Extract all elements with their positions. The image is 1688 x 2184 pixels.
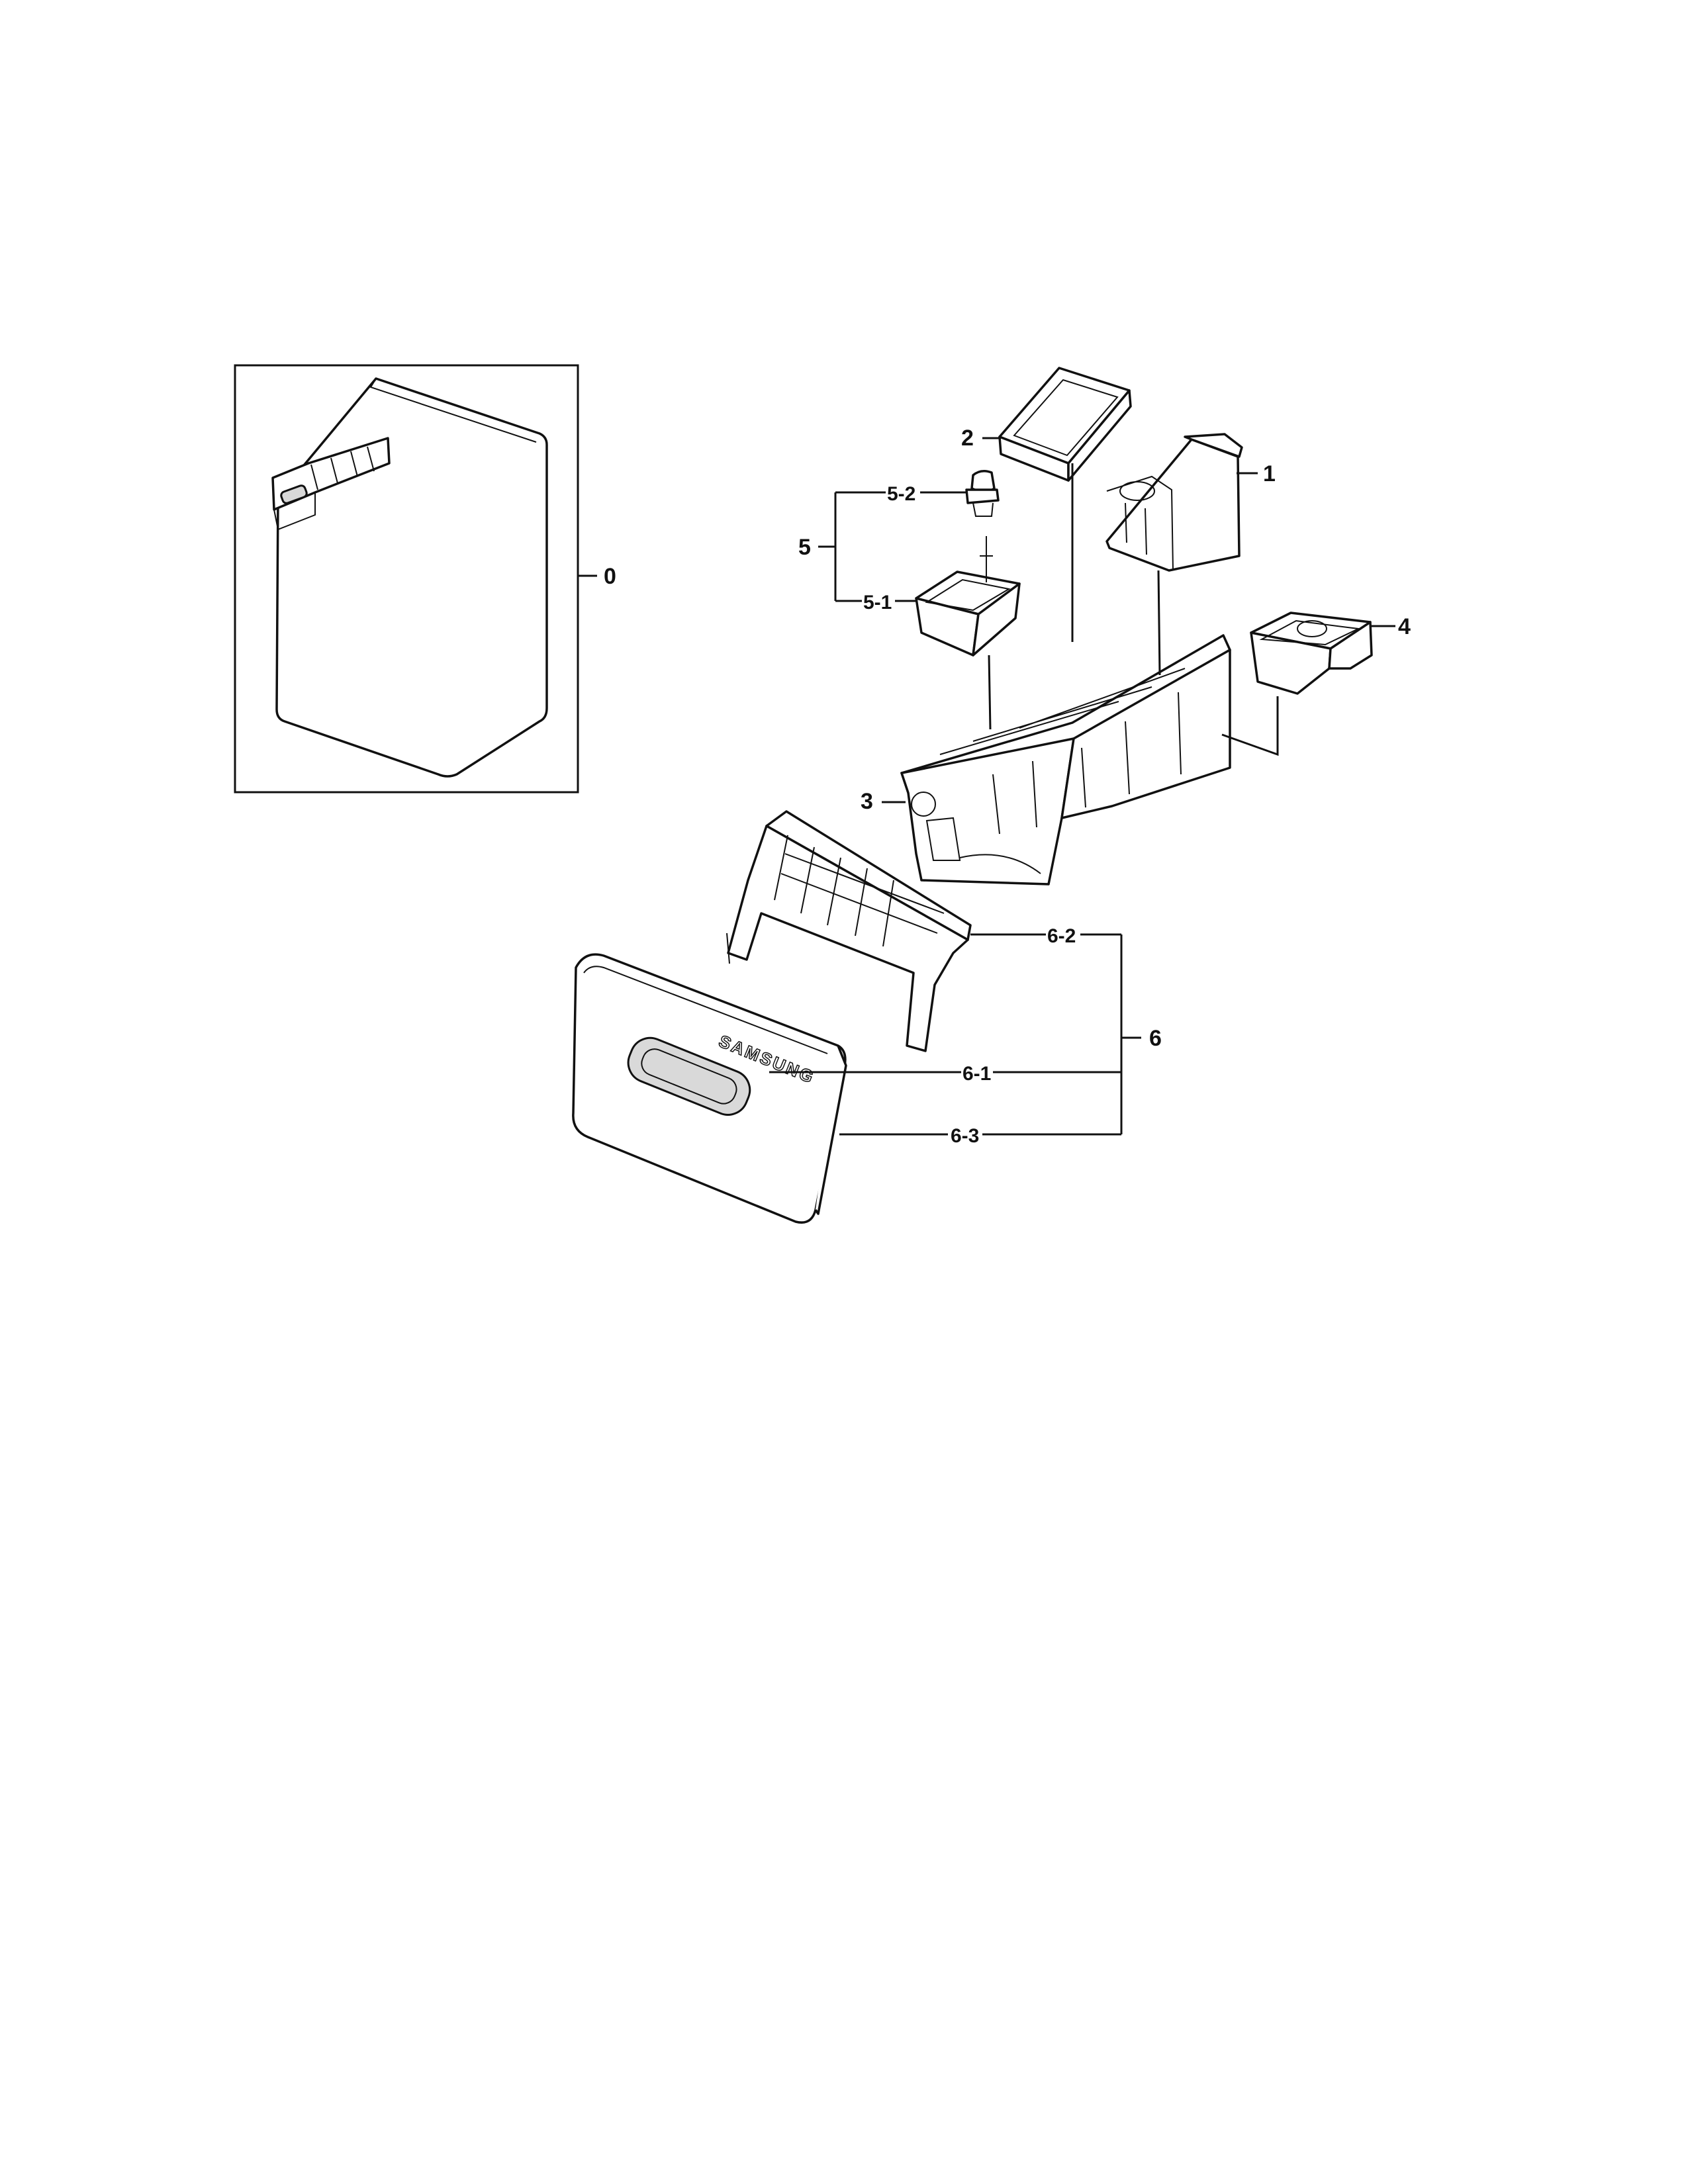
callout-5-1: 5-1 (863, 592, 892, 614)
callout-3: 3 (861, 789, 873, 814)
overview-inset (234, 364, 579, 794)
callout-6-3: 6-3 (951, 1125, 979, 1147)
part-6-1-front-panel: SAMSUNG (572, 953, 847, 1224)
part-6-2-drawer-frame (726, 810, 972, 1052)
callout-5-2: 5-2 (887, 483, 915, 505)
callout-5: 5 (798, 535, 811, 560)
part-4-softener-cup (1250, 612, 1373, 695)
callout-4: 4 (1398, 614, 1411, 639)
callout-6-2: 6-2 (1047, 925, 1076, 947)
callout-2: 2 (961, 426, 974, 451)
dispenser-drawer-mini (271, 437, 391, 531)
part-1-box (1105, 433, 1243, 572)
callouts: 0 2 1 5 5-2 5-1 4 3 6-2 6 6-1 (578, 426, 1411, 1147)
part-5-2-cap (965, 470, 1000, 517)
part-2-tray (998, 367, 1132, 482)
part-3-housing (900, 634, 1231, 886)
callout-1: 1 (1263, 461, 1276, 486)
overview-frame (234, 364, 579, 794)
part-5-1-cup (915, 536, 1021, 657)
callout-6-1: 6-1 (962, 1063, 991, 1085)
washer-cabinet (275, 377, 548, 778)
callout-0: 0 (604, 564, 616, 589)
callout-6: 6 (1149, 1026, 1162, 1051)
